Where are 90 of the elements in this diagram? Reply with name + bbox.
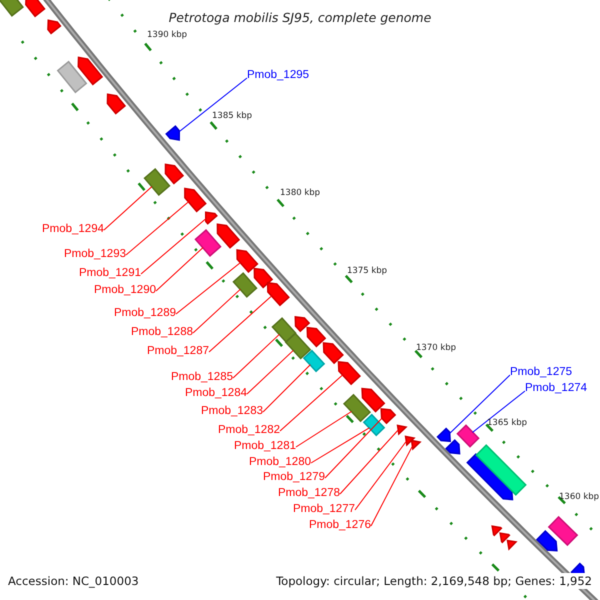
gene-label: Pmob_1284 [184, 386, 247, 400]
gene-block [0, 0, 24, 17]
leader-line [310, 427, 370, 464]
gene-feature [380, 408, 396, 424]
accession-text: Accession: NC_010003 [8, 573, 139, 589]
gene-label: Pmob_1289 [114, 306, 176, 320]
leader-line [280, 374, 344, 432]
leader-line [126, 201, 190, 256]
gene-label: Pmob_1285 [170, 370, 233, 384]
scale-label: 1390 kbp [147, 30, 188, 41]
scale-label: 1380 kbp [280, 188, 320, 199]
gene-feature [78, 56, 104, 86]
gene-feature [47, 19, 62, 34]
gene-block [456, 424, 480, 448]
leader-line [232, 334, 280, 378]
gene-feature [216, 223, 240, 249]
gene-label: Pmob_1274 [525, 381, 588, 395]
leader-line [340, 429, 399, 494]
gene-block [194, 229, 222, 257]
gene-label: Pmob_1294 [42, 222, 104, 236]
leader-line [192, 288, 241, 334]
gene-block [284, 332, 312, 360]
scale-label: 1385 kbp [212, 111, 252, 122]
gene-feature [361, 388, 386, 413]
gene-label: Pmob_1281 [234, 439, 296, 453]
gene-block [302, 350, 326, 372]
gene-block [56, 60, 88, 94]
gene-feature [506, 540, 517, 550]
leader-line [156, 247, 204, 292]
leader-line [449, 374, 510, 434]
gene-label: Pmob_1277 [292, 502, 355, 516]
gene-label: Pmob_1279 [262, 470, 325, 484]
leader-line [354, 440, 407, 510]
gene-feature [404, 436, 415, 446]
gene-feature [266, 282, 290, 306]
gene-feature [322, 342, 344, 364]
gene-label: Pmob_1290 [94, 283, 156, 297]
gene-feature [164, 164, 184, 185]
gene-label: Pmob_1293 [64, 247, 126, 261]
gene-feature [306, 326, 326, 348]
gene-label: Pmob_1295 [247, 68, 310, 82]
title: Petrotoga mobilis SJ95, complete genome [168, 9, 432, 27]
scale-label: 1360 kbp [559, 492, 600, 503]
gene-feature [204, 211, 218, 225]
gene-feature [491, 525, 502, 536]
gene-block [342, 394, 372, 422]
gene-label: Pmob_1287 [146, 344, 209, 358]
gene-label: Pmob_1283 [200, 404, 263, 418]
gene-block [232, 272, 258, 298]
gene-feature [536, 530, 558, 552]
scale-label: 1370 kbp [416, 343, 456, 354]
gene-feature [499, 532, 510, 544]
scale-label: 1375 kbp [347, 266, 388, 277]
gene-label: Pmob_1278 [278, 486, 340, 500]
gene-block [362, 414, 386, 436]
gene-label: Pmob_1275 [510, 365, 572, 379]
leader-line [296, 411, 352, 448]
gene-feature [25, 0, 46, 18]
gene-feature [106, 93, 126, 115]
leader-line [472, 390, 526, 433]
gene-label: Pmob_1291 [78, 266, 141, 280]
gene-feature [436, 427, 451, 442]
gene-label: Pmob_1288 [130, 325, 193, 339]
gene-label: Pmob_1280 [248, 455, 311, 469]
leader-line [246, 350, 294, 394]
leader-line [324, 418, 382, 478]
leader-line [104, 186, 152, 230]
leader-line [140, 218, 206, 274]
leader-line [178, 78, 248, 132]
leader-line [176, 262, 241, 314]
gene-label: Pmob_1276 [308, 518, 371, 532]
genome-info-text: Topology: circular; Length: 2,169,548 bp; Genes: 1,952 [276, 573, 592, 589]
gene-block [475, 444, 527, 496]
gene-block [271, 317, 297, 343]
gene-block [143, 168, 171, 196]
gene-block [548, 516, 578, 546]
gene-feature [396, 424, 407, 435]
gene-feature [445, 439, 460, 454]
gene-feature [338, 361, 361, 386]
leader-line [370, 446, 413, 526]
gene-feature [236, 249, 258, 274]
gene-feature [254, 268, 274, 289]
gene-feature [184, 188, 207, 212]
gene-feature [165, 125, 180, 141]
leader-line [262, 364, 311, 412]
gene-label: Pmob_1282 [218, 423, 280, 437]
gene-feature [294, 316, 310, 332]
gene-feature [410, 440, 421, 450]
scale-label: 1365 kbp [487, 418, 528, 429]
leader-line [208, 296, 272, 352]
